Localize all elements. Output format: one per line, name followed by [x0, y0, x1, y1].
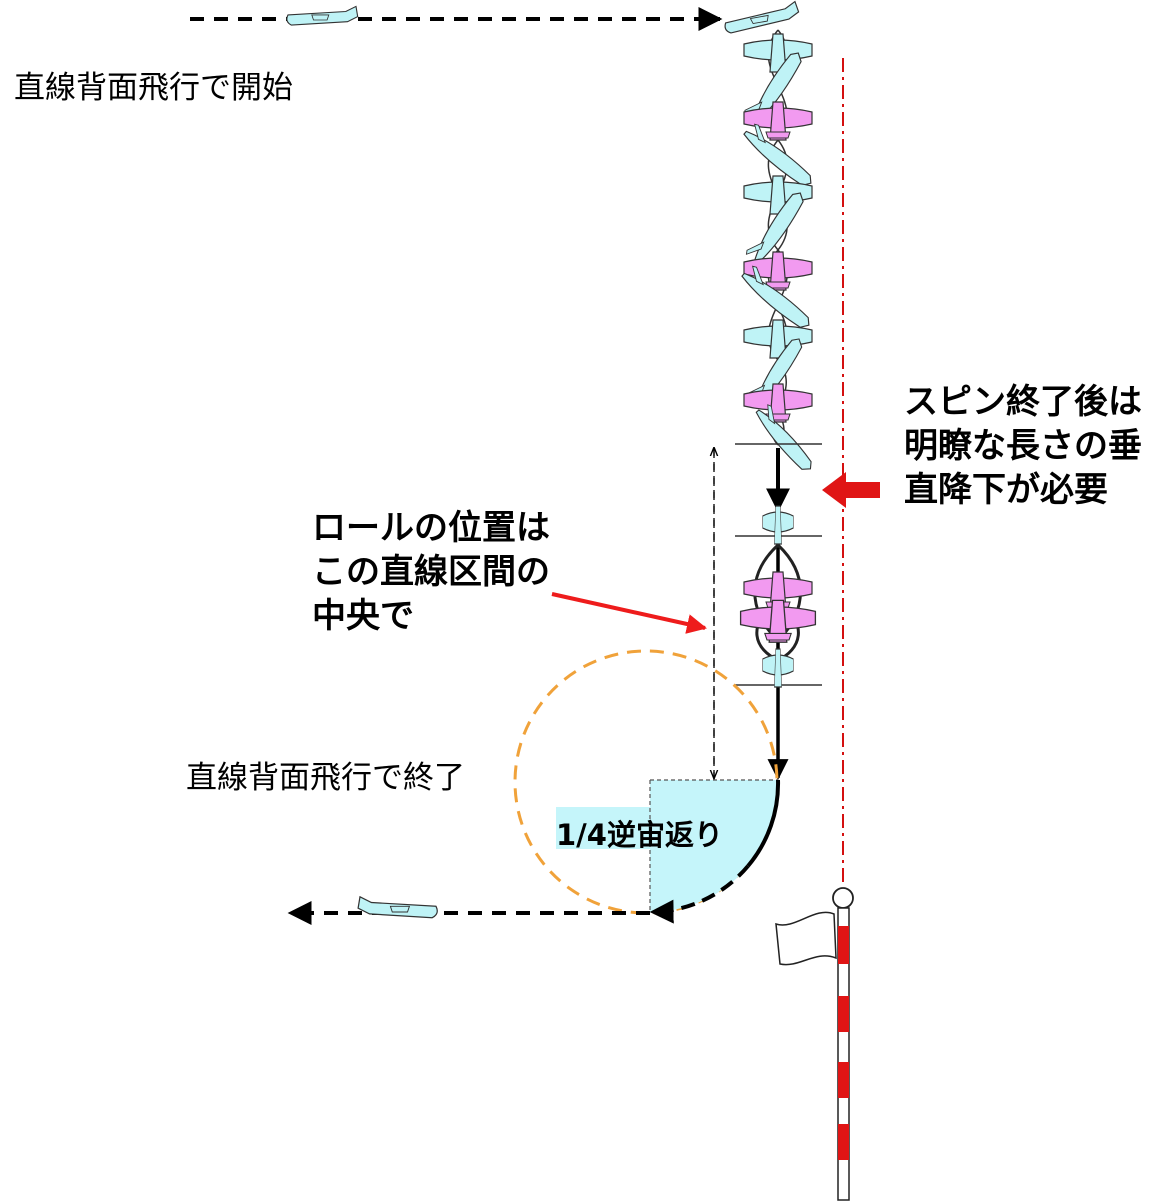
start-label: 直線背面飛行で開始 [14, 70, 293, 106]
block-arrow-icon [822, 472, 880, 508]
end-label: 直線背面飛行で終了 [186, 760, 465, 796]
quarter-loop-path [649, 864, 750, 924]
roll-note-line: ロールの位置は [312, 508, 550, 548]
roll-note-line: この直線区間の [312, 552, 550, 592]
aircraft-icon [762, 505, 794, 545]
roll-note-line: 中央で [312, 596, 414, 636]
quarter-loop-label: 1/4逆宙返り [556, 818, 723, 852]
spin-note-line: 直降下が必要 [904, 470, 1108, 510]
aircraft-icon [739, 599, 817, 643]
aircraft-icon [743, 33, 813, 73]
spin-sequence [738, 29, 819, 476]
aircraft-icon [743, 383, 813, 423]
flag-icon [775, 887, 854, 1201]
roll-position-note: ロールの位置は この直線区間の 中央で [312, 506, 550, 638]
quarter-loop-area [650, 780, 779, 913]
spin-note-line: スピン終了後は [904, 382, 1142, 422]
aircraft-icon [286, 5, 359, 26]
spin-note-line: 明瞭な長さの垂 [904, 426, 1142, 466]
spin-exit-note: スピン終了後は 明瞭な長さの垂 直降下が必要 [904, 380, 1142, 512]
quarter-loop-label-bg [556, 807, 651, 849]
roll-sequence [739, 505, 817, 688]
aircraft-icon [357, 896, 438, 919]
quarter-loop-path [746, 779, 781, 868]
roll-pointer-arrow [551, 592, 707, 634]
aircraft-icon [722, 0, 801, 35]
